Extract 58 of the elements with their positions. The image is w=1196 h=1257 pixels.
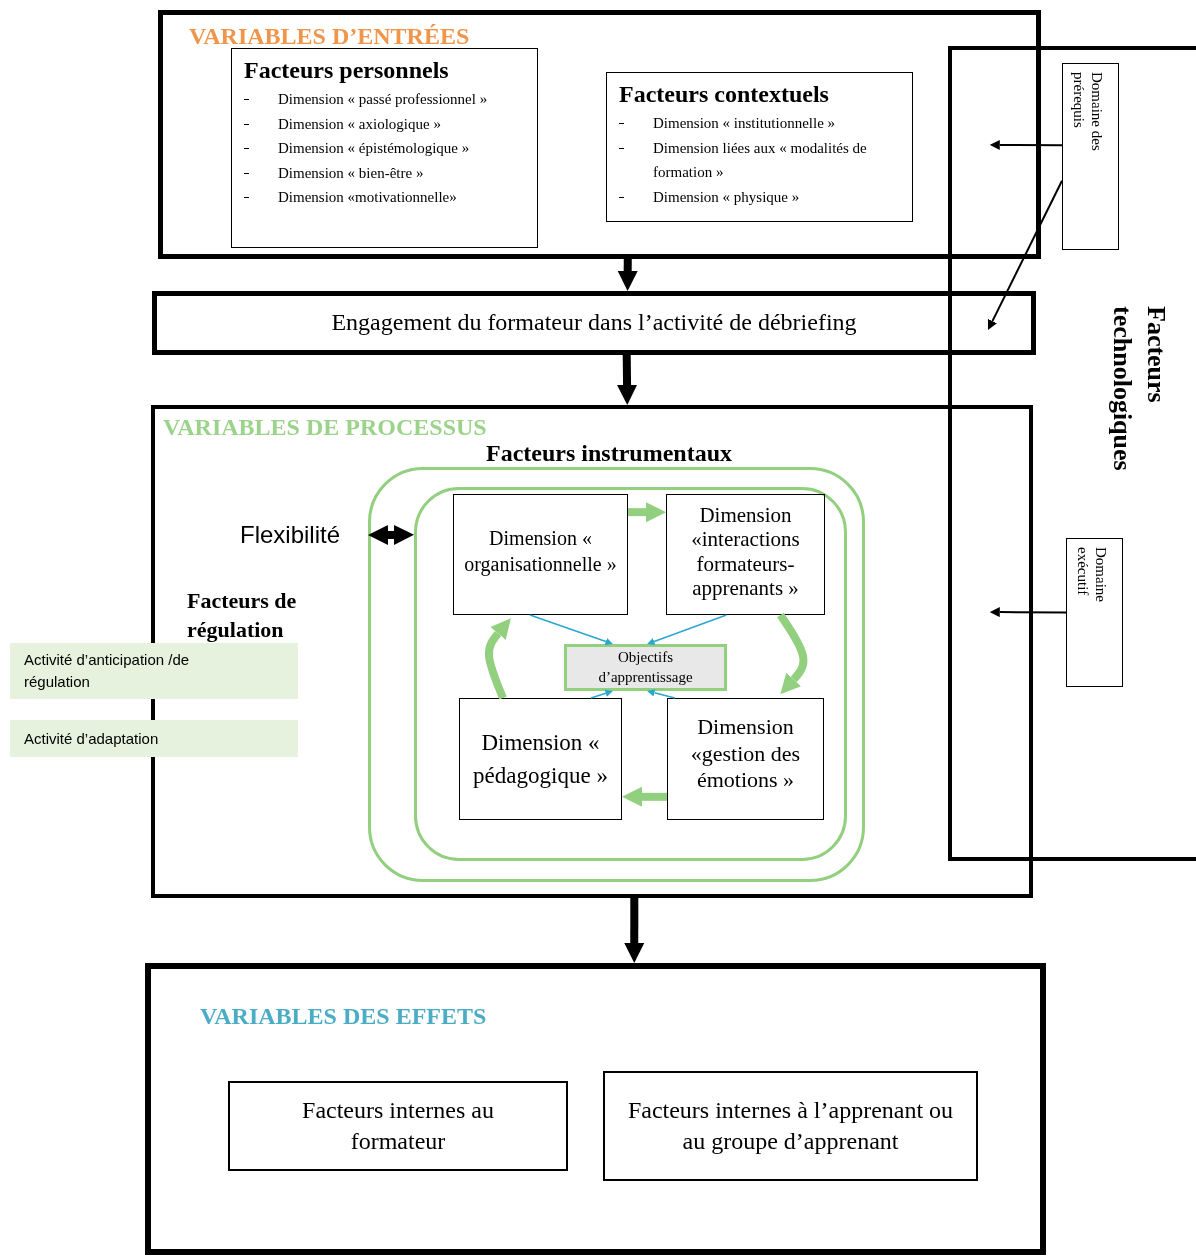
list-item: Dimension « axiologique »: [278, 114, 442, 134]
activity-band: [10, 643, 298, 699]
cycle-arrow: [484, 618, 511, 700]
section-title: VARIABLES DE PROCESSUS: [163, 414, 487, 440]
section-title: Facteurs technologiques: [1107, 306, 1172, 473]
arrow: [617, 354, 638, 405]
list-item: Dimension « passé professionnel »: [278, 90, 489, 109]
factor-box: [152, 291, 1036, 355]
factor-box: [459, 698, 622, 820]
factor-box: [564, 644, 727, 691]
list-item: Dimension « épistémologique »: [278, 139, 471, 158]
activity-text: Activité d’adaptation: [24, 728, 159, 749]
arrow: [529, 614, 613, 646]
arrow: [617, 258, 638, 291]
arrow: [989, 140, 1063, 150]
flexibility-label: Flexibilité: [240, 520, 341, 550]
box-text: Dimension « organisationnelle »: [463, 525, 618, 577]
box-text: Domaine exécutif: [1074, 547, 1110, 604]
arrow: [624, 898, 645, 963]
section-title: VARIABLES DES EFFETS: [200, 1003, 487, 1029]
section-box: [158, 10, 1041, 259]
arrow: [647, 689, 676, 699]
activity-text: Activité d’anticipation /de régulation: [24, 650, 191, 692]
factor-box: [453, 494, 628, 615]
box-text: Engagement du formateur dans l’activité de débriefing: [331, 308, 857, 338]
box-heading: Facteurs contextuels: [619, 80, 829, 109]
box-text: Facteurs internes à l’apprenant ou au groupe d’apprenant: [626, 1095, 955, 1156]
arrow: [590, 689, 613, 699]
list-item: Dimension liées aux « modalités de formation »: [653, 138, 868, 182]
box-text: Dimension « pédagogique »: [472, 728, 609, 790]
list-item: Dimension «motivationnelle»: [278, 188, 458, 207]
activity-band: [10, 720, 298, 757]
factor-box: [228, 1081, 568, 1171]
factor-box: [606, 72, 913, 222]
factor-box: [666, 494, 825, 615]
list-item: Dimension « physique »: [653, 187, 801, 207]
box-heading: Facteurs personnels: [244, 56, 449, 85]
factor-box: [667, 698, 824, 820]
list-item: Dimension « institutionnelle »: [653, 114, 837, 133]
factor-box: [231, 48, 538, 248]
box-text: Dimension «interactions formateurs-apprenants »: [690, 503, 801, 600]
box-text: Facteurs internes au formateur: [301, 1095, 495, 1156]
box-text: Objectifs d’apprentissage: [597, 648, 694, 687]
box-text: Dimension «gestion des émotions »: [689, 714, 802, 794]
factor-box: [603, 1071, 978, 1181]
section-title: VARIABLES D’ENTRÉES: [189, 23, 470, 49]
double-arrow: [368, 524, 414, 545]
domain-box: [1062, 63, 1119, 250]
section-box: [948, 46, 1196, 861]
group-heading: Facteurs de régulation: [187, 587, 298, 644]
box-text: Domaine des prérequis: [1070, 72, 1106, 153]
rounded-frame: [414, 487, 847, 861]
arrow: [989, 607, 1067, 618]
domain-box: [1066, 538, 1123, 687]
list-item: Dimension « bien-être »: [278, 163, 425, 183]
arrow: [647, 614, 728, 645]
section-box: [145, 963, 1046, 1255]
cycle-arrow: [777, 612, 808, 695]
